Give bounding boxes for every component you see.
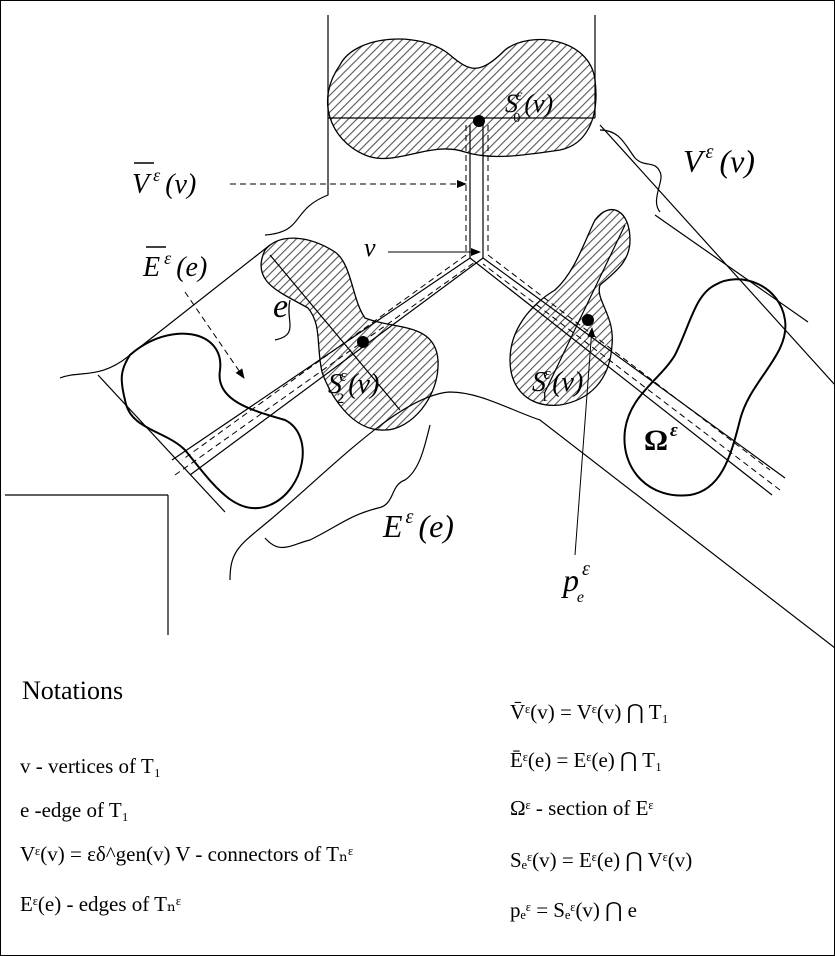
notation-right-2: Ēᵋ(e) = Eᵋ(e) ⋂ T₁ — [510, 748, 663, 772]
section-s2 — [260, 237, 439, 431]
t1-edge-left-1 — [171, 257, 471, 461]
s1-axis — [544, 224, 626, 393]
edge-region-right-mid — [599, 124, 835, 386]
brace-e-eps — [264, 424, 431, 549]
notation-right-3: Ωᵋ - section of Eᵋ — [510, 796, 654, 820]
notation-right-4: Sₑᵋ(v) = Eᵋ(e) ⋂ Vᵋ(v) — [510, 848, 693, 872]
notation-right-1: V̄ᵋ(v) = Vᵋ(v) ⋂ T₁ — [510, 700, 669, 724]
notation-left-3: Vᵋ(v) = εδ^gen(v) V - connectors of Tₙᵋ — [20, 842, 354, 866]
e-curve — [274, 299, 291, 341]
label-v: v — [364, 233, 376, 262]
arrow-p — [574, 327, 596, 556]
brace-v-eps — [599, 129, 662, 213]
s2-axis — [269, 254, 401, 411]
v-bar-dashed-region — [174, 125, 781, 491]
edge-region-left-outer — [97, 374, 226, 513]
vertex-s0 — [473, 115, 485, 127]
label-e: e — [273, 288, 288, 325]
notation-right-5: pₑᵋ = Sₑᵋ(v) ⋂ e — [510, 898, 637, 922]
omega-left-loop — [120, 332, 304, 510]
edge-region-lower — [229, 391, 835, 649]
t1-edge-left-2 — [189, 257, 484, 476]
v-region-left-boundary — [264, 15, 329, 236]
notation-left-1: v - vertices of T₁ — [20, 754, 162, 778]
vertex-s1 — [582, 314, 594, 326]
notation-left-4: Eᵋ(e) - edges of Tₙᵋ — [20, 892, 182, 916]
omega-right-loop — [623, 278, 787, 497]
vertex-s2 — [357, 336, 369, 348]
section-s0 — [326, 38, 597, 160]
notation-left-2: e -edge of T₁ — [20, 798, 129, 822]
section-s1 — [509, 208, 631, 406]
t1-edge-right-2 — [469, 257, 773, 496]
arrow-ebar — [184, 291, 245, 379]
edge-region-right-upper — [654, 214, 809, 323]
notations-heading: Notations — [22, 676, 124, 705]
